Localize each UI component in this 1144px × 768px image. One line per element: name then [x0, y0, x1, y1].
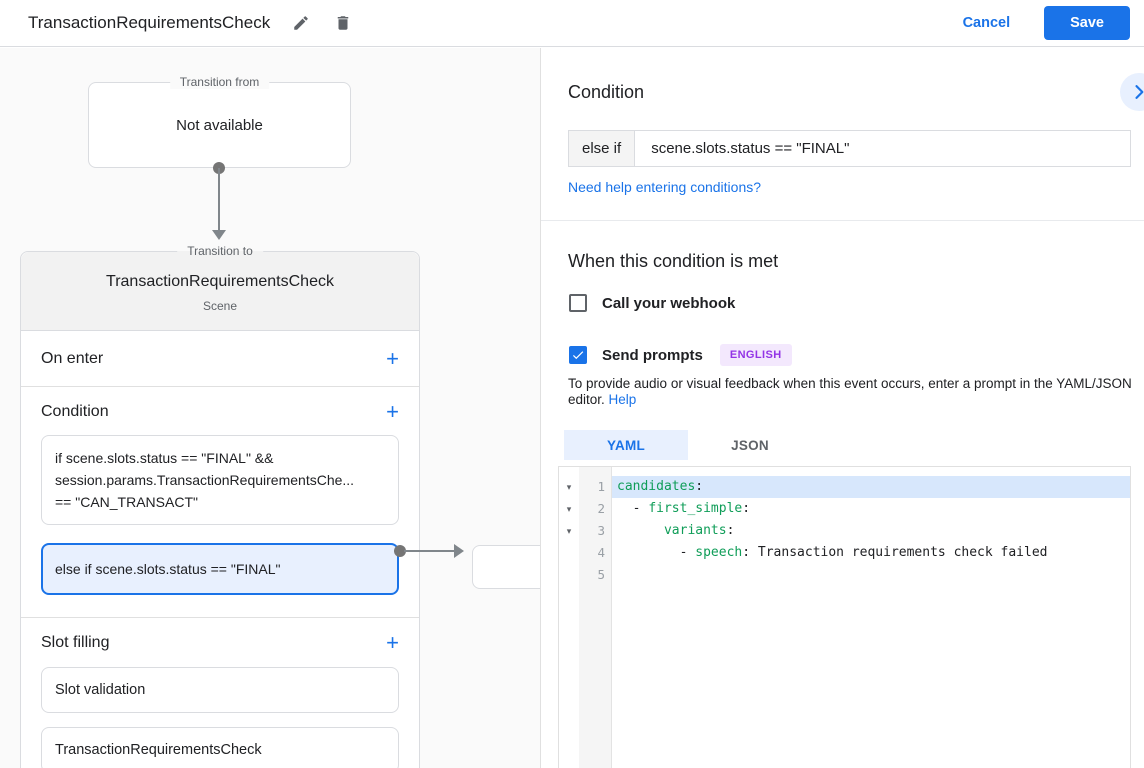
help-link[interactable]: Help — [608, 392, 637, 408]
right-arrow-connector — [394, 544, 470, 558]
line-number: 4 — [597, 545, 605, 560]
transition-target-box — [472, 545, 548, 589]
fold-icon — [559, 564, 579, 586]
tab-yaml[interactable]: YAML — [564, 430, 688, 460]
condition-card-2-selected[interactable]: else if scene.slots.status == "FINAL" — [41, 543, 399, 595]
webhook-checkbox-row: Call your webhook — [569, 294, 735, 312]
delete-icon[interactable] — [334, 13, 354, 33]
panel-title: Condition — [568, 82, 645, 102]
page-title: TransactionRequirementsCheck — [28, 13, 271, 32]
slot-filling-label: Slot filling — [41, 634, 110, 651]
condition-expression-field: else if scene.slots.status == "FINAL" — [568, 130, 1131, 167]
transition-to-legend: Transition to — [177, 244, 263, 258]
language-badge: ENGLISH — [719, 344, 792, 366]
cancel-button[interactable]: Cancel — [962, 15, 1011, 31]
condition-detail-panel: Condition else if scene.slots.status == … — [540, 48, 1144, 768]
fold-icon[interactable]: ▾ — [566, 504, 572, 514]
save-button[interactable]: Save — [1044, 6, 1130, 40]
editor-line: 4 - speech: Transaction requirements che… — [559, 542, 1130, 564]
tab-json[interactable]: JSON — [731, 437, 769, 453]
condition-section: Condition + if scene.slots.status == "FI… — [21, 387, 419, 618]
line-number: 1 — [597, 479, 605, 494]
line-number: 5 — [597, 567, 605, 582]
flow-canvas: Transition from Not available Transition… — [0, 48, 548, 768]
condition-help-link[interactable]: Need help entering conditions? — [568, 179, 762, 195]
scene-node-card: Transition to TransactionRequirementsChe… — [20, 244, 420, 768]
transition-from-legend: Transition from — [169, 75, 270, 89]
down-arrow-connector — [212, 162, 226, 240]
chevron-right-icon — [1135, 85, 1144, 99]
collapse-panel-button[interactable] — [1120, 73, 1144, 111]
webhook-checkbox[interactable] — [569, 294, 587, 312]
transition-from-value: Not available — [176, 117, 263, 134]
line-number: 3 — [597, 523, 605, 538]
scene-type-label: Scene — [202, 299, 238, 313]
slot-card-transaction[interactable]: TransactionRequirementsCheck — [41, 727, 399, 768]
add-condition-icon[interactable]: + — [386, 399, 399, 424]
condition-expression-input[interactable]: scene.slots.status == "FINAL" — [651, 140, 850, 157]
scene-card-header: TransactionRequirementsCheck Scene — [21, 252, 419, 331]
editor-line: ▾ 1 candidates: — [559, 476, 1130, 498]
on-enter-row[interactable]: On enter + — [21, 331, 419, 387]
section-divider — [541, 220, 1144, 221]
editor-line: 5 — [559, 564, 1130, 586]
slot-filling-section: Slot filling + Slot validation Transacti… — [21, 618, 419, 768]
webhook-label[interactable]: Call your webhook — [602, 294, 736, 312]
when-met-title: When this condition is met — [568, 251, 779, 271]
editor-tabs: YAML JSON — [564, 430, 812, 460]
fold-icon[interactable]: ▾ — [566, 526, 572, 536]
edit-icon[interactable] — [292, 13, 312, 33]
editor-line: ▾ 2 - first_simple: — [559, 498, 1130, 520]
fold-icon[interactable]: ▾ — [566, 482, 572, 492]
fold-icon — [559, 542, 579, 564]
header-bar: TransactionRequirementsCheck Cancel Save — [0, 0, 1144, 47]
add-slot-icon[interactable]: + — [386, 630, 399, 655]
condition-card-1[interactable]: if scene.slots.status == "FINAL" && sess… — [41, 435, 399, 525]
condition-prefix-label: else if — [569, 131, 636, 166]
check-icon — [572, 351, 584, 360]
scene-name: TransactionRequirementsCheck — [106, 273, 334, 290]
send-prompts-checkbox[interactable] — [569, 346, 587, 364]
send-prompts-label[interactable]: Send prompts — [602, 346, 703, 364]
condition-section-label: Condition — [41, 403, 109, 420]
send-prompts-checkbox-row: Send prompts ENGLISH — [569, 344, 792, 366]
add-on-enter-icon[interactable]: + — [386, 345, 399, 371]
transition-from-box: Transition from Not available — [88, 75, 351, 168]
editor-line: ▾ 3 variants: — [559, 520, 1130, 542]
slot-card-validation[interactable]: Slot validation — [41, 667, 399, 713]
line-number: 2 — [597, 501, 605, 516]
on-enter-label: On enter — [41, 349, 104, 367]
yaml-code-editor[interactable]: ▾ 1 candidates: ▾ 2 - first_simple: ▾ 3 … — [558, 466, 1131, 768]
editor-gutter — [579, 467, 612, 768]
prompts-description: To provide audio or visual feedback when… — [568, 376, 1132, 408]
